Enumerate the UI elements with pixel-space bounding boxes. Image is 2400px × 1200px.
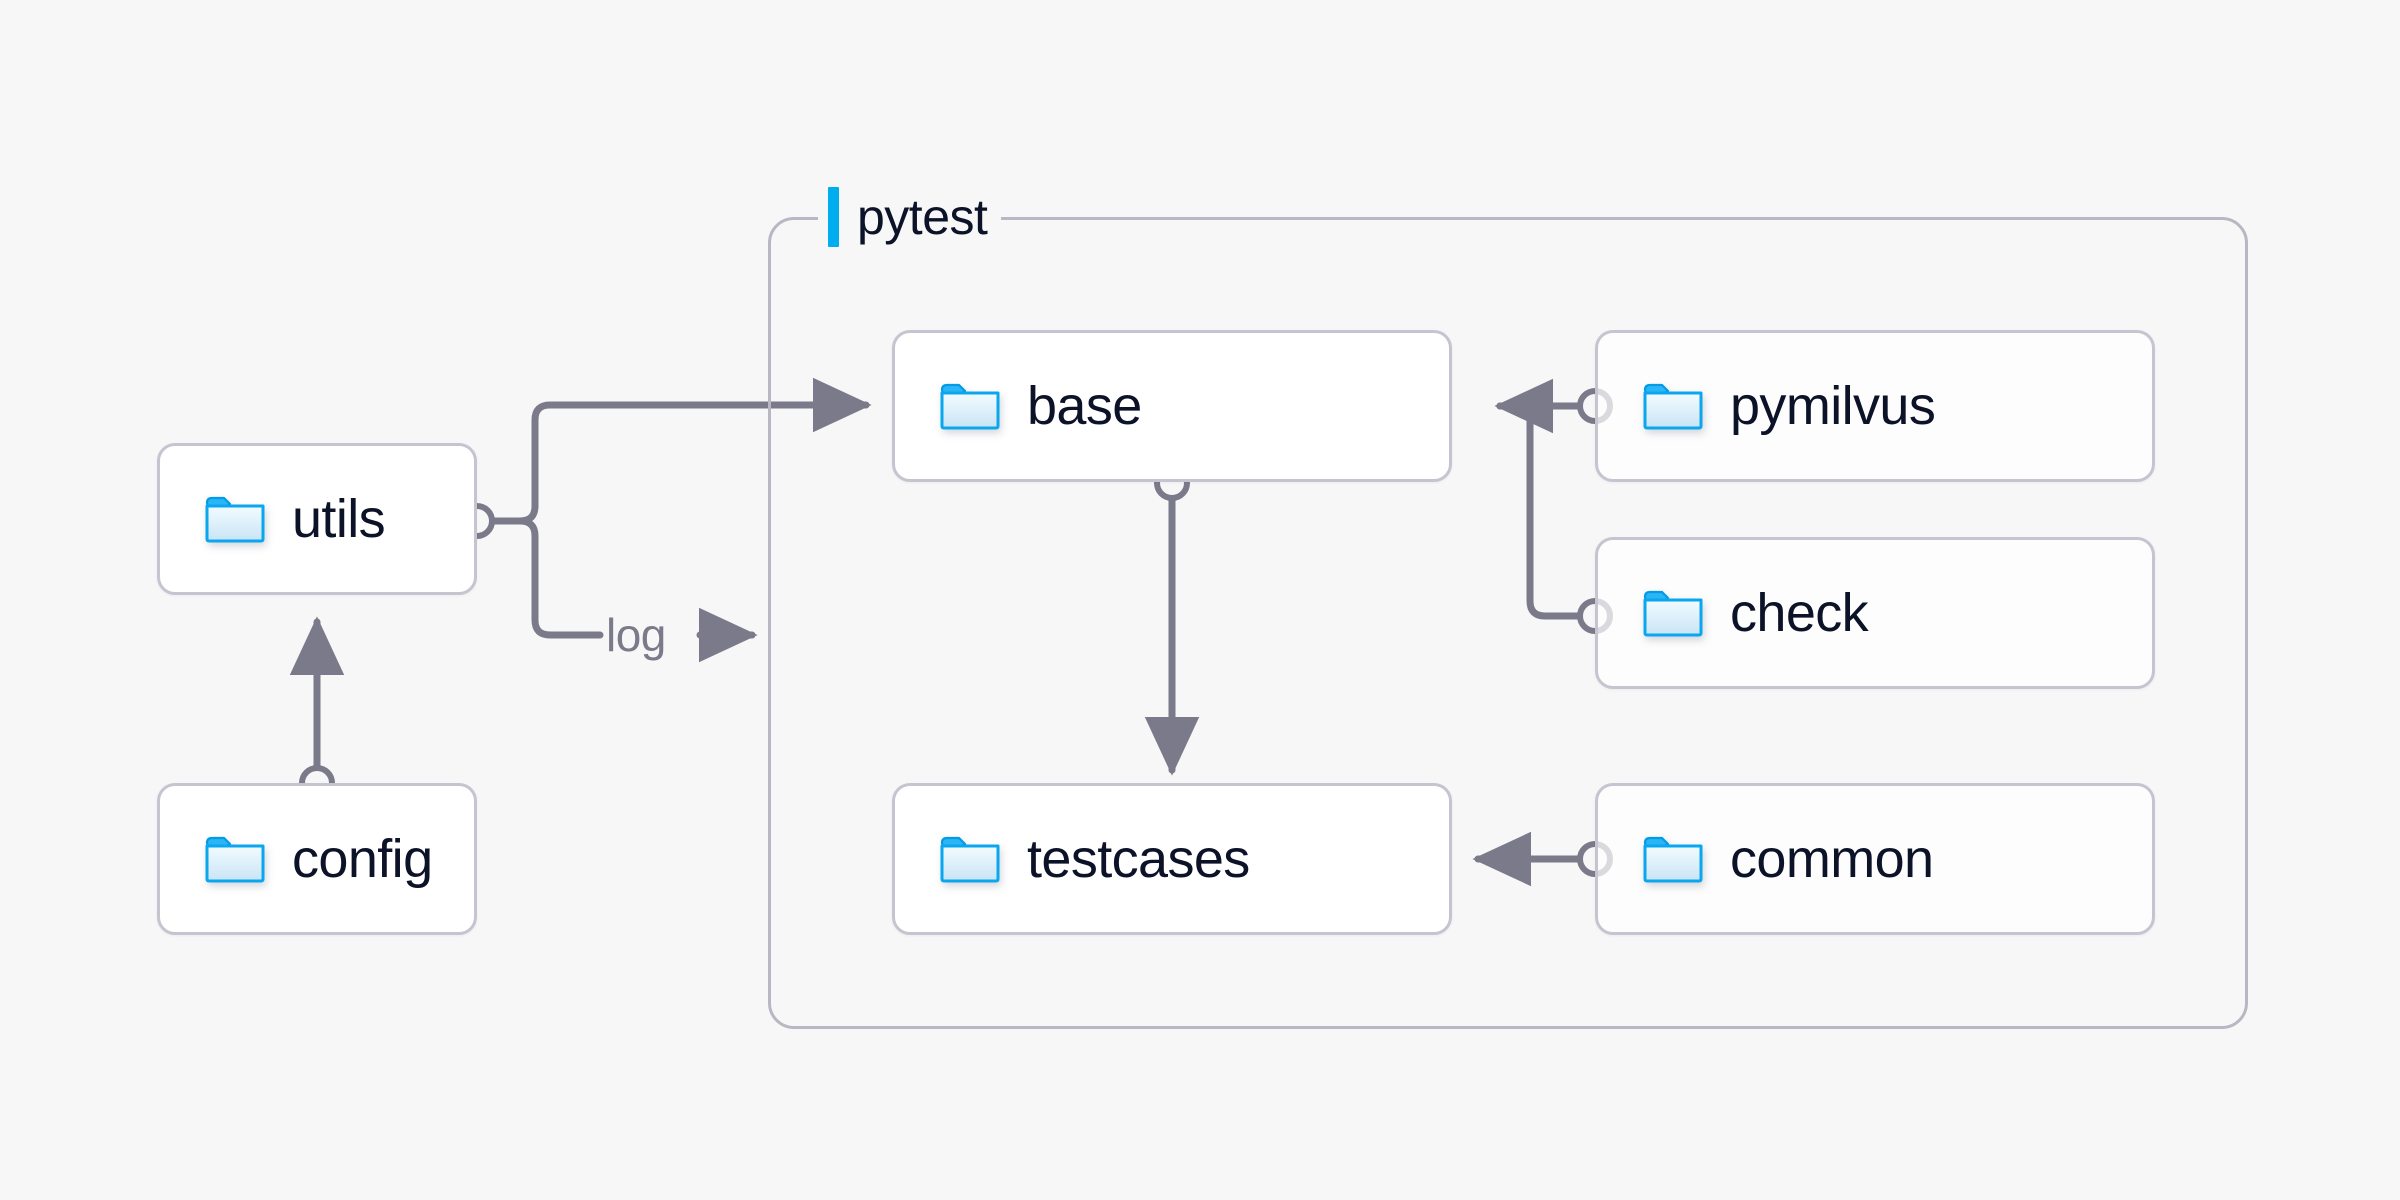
node-label-testcases: testcases <box>1027 829 1250 889</box>
folder-icon <box>205 496 265 543</box>
node-label-base: base <box>1027 376 1142 436</box>
folder-icon <box>1643 836 1703 883</box>
folder-icon <box>940 836 1000 883</box>
group-label-pytest: pytest <box>818 186 1002 248</box>
node-label-pymilvus: pymilvus <box>1730 376 1936 436</box>
node-utils[interactable]: utils <box>157 443 477 595</box>
folder-icon <box>205 836 265 883</box>
group-title: pytest <box>857 189 988 245</box>
node-label-utils: utils <box>292 489 386 549</box>
node-config[interactable]: config <box>157 783 477 935</box>
node-common[interactable]: common <box>1595 783 2155 935</box>
node-testcases[interactable]: testcases <box>892 783 1452 935</box>
folder-icon <box>1643 383 1703 430</box>
node-base[interactable]: base <box>892 330 1452 482</box>
edge-label-log: log <box>606 609 666 661</box>
node-label-config: config <box>292 829 433 889</box>
folder-icon <box>1643 590 1703 637</box>
group-container-pytest <box>768 217 2248 1029</box>
node-label-check: check <box>1730 583 1869 643</box>
edge-utils-to-log <box>473 517 604 639</box>
node-pymilvus[interactable]: pymilvus <box>1595 330 2155 482</box>
node-label-common: common <box>1730 829 1934 889</box>
accent-bar-icon <box>828 187 839 247</box>
folder-icon <box>940 383 1000 430</box>
node-check[interactable]: check <box>1595 537 2155 689</box>
